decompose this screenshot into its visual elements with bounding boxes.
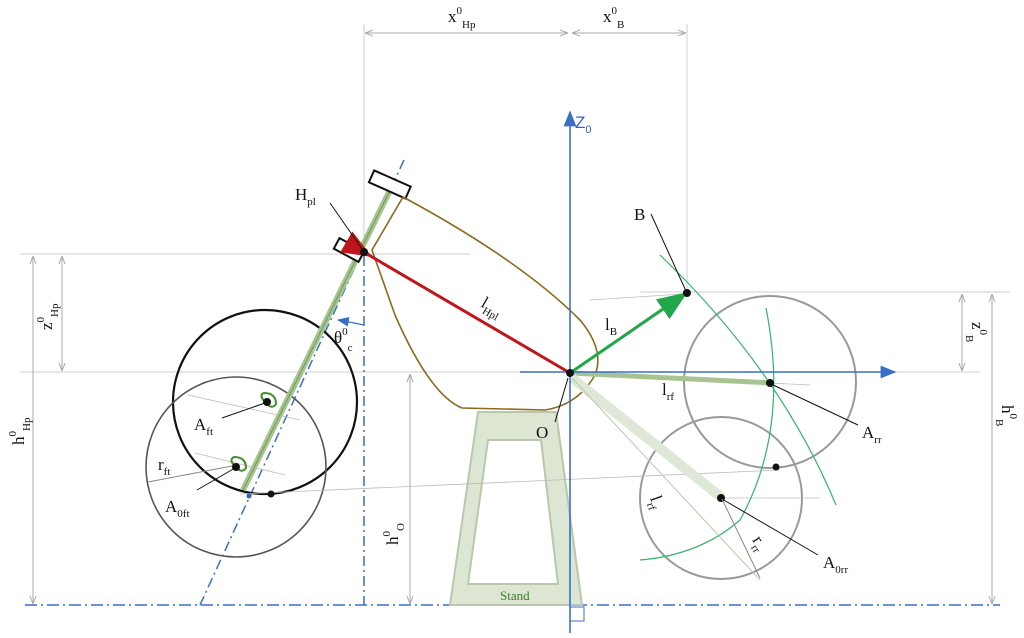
- label-a-0rr: A0rr: [823, 553, 848, 576]
- reference-lines: [20, 24, 1010, 373]
- label-x-hp: x0Hp: [448, 5, 476, 31]
- label-a-0ft: A0ft: [165, 497, 190, 520]
- label-r-rr: rrr: [745, 532, 772, 555]
- label-o: O: [536, 423, 548, 442]
- handlebar-lower-clamp: [332, 236, 366, 264]
- vector-l-b: [569, 292, 688, 375]
- label-z0-axis: Z0: [575, 113, 592, 136]
- label-h-o: h0O: [381, 523, 407, 545]
- label-z-b: z0B: [963, 322, 989, 342]
- handlebar-upper-clamp: [367, 169, 413, 200]
- rear-radius-line: [571, 377, 761, 581]
- front-pivot-loop-lower: [230, 455, 248, 472]
- theta-arc: [336, 317, 365, 327]
- right-angle-mark: [569, 606, 585, 622]
- label-l-rf-lower: lrf: [642, 493, 668, 513]
- stand: [448, 411, 584, 606]
- label-a-ft: Aft: [194, 415, 213, 438]
- label-b: B: [634, 205, 645, 224]
- rear-wheel-upper: [683, 295, 857, 469]
- label-l-b: lB: [605, 315, 617, 338]
- label-h-b: h0B: [993, 405, 1019, 426]
- vector-l-hpl: [340, 231, 571, 375]
- leader-lines: [147, 202, 859, 579]
- swingarm-lower: [568, 374, 726, 502]
- label-r-ft: rft: [158, 455, 170, 478]
- front-fork-edge: [242, 179, 396, 491]
- label-l-rf-upper: lrf: [662, 380, 674, 403]
- front-pivot-loop-upper: [260, 391, 278, 408]
- label-h-hp: h0Hp: [7, 417, 33, 445]
- dimension-arrows: [33, 33, 992, 603]
- label-x-b: x0B: [603, 5, 624, 31]
- label-hpl: Hpl: [295, 185, 316, 208]
- swingarm-upper: [569, 370, 773, 386]
- stand-label: Stand: [500, 588, 530, 603]
- points: [232, 248, 780, 502]
- rear-arcs: [639, 254, 837, 561]
- label-z-hp: z0Hp: [35, 303, 61, 330]
- label-theta-c: θ0c: [334, 326, 353, 354]
- label-a-rr: Arr: [862, 423, 882, 446]
- front-wheel-lower: [145, 376, 327, 558]
